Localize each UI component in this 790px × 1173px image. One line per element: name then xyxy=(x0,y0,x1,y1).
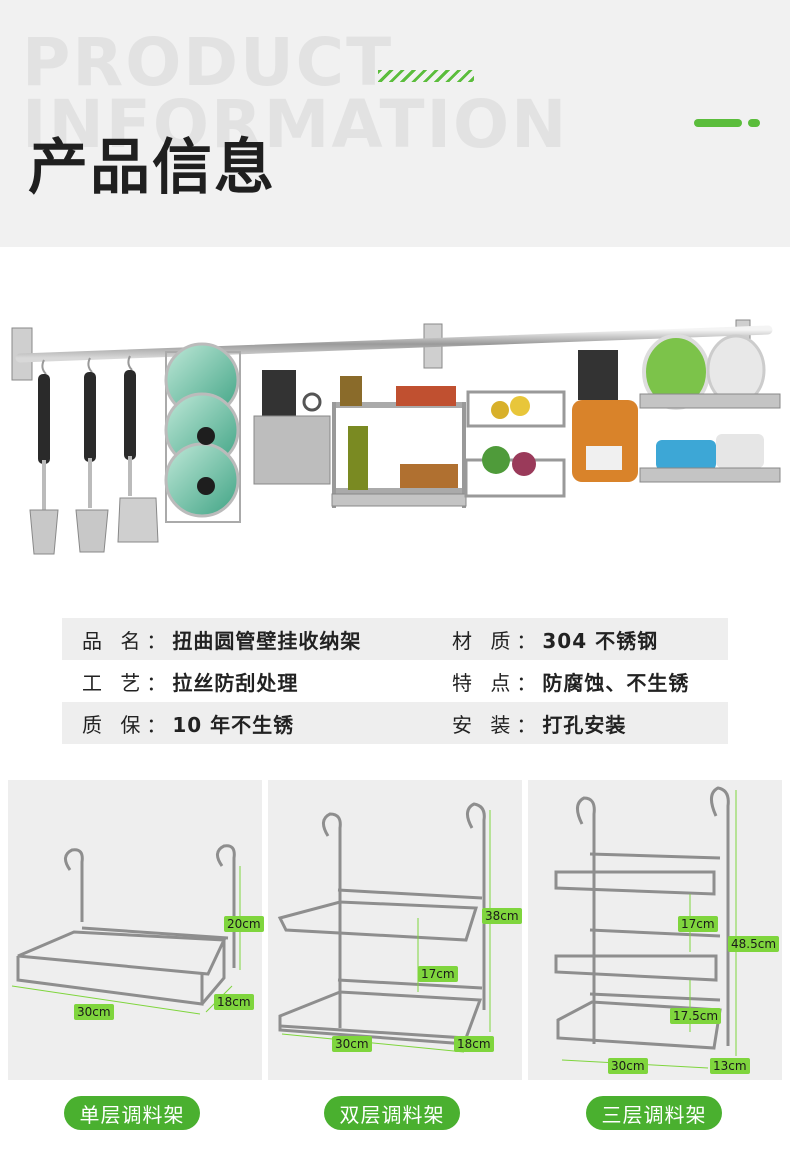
hatch-decoration xyxy=(378,70,474,82)
spec-value: 拉丝防刮处理 xyxy=(172,670,299,695)
triple-tier-rack-panel: 17cm 48.5cm 17.5cm 30cm 13cm xyxy=(528,780,782,1080)
double-tier-label: 双层调料架 xyxy=(324,1096,460,1130)
spice-rack xyxy=(331,376,467,508)
dim-height-label: 20cm xyxy=(224,916,264,932)
double-tier-rack-panel: 38cm 17cm 30cm 18cm xyxy=(268,780,522,1080)
fruit-baskets xyxy=(464,390,566,498)
spec-label: 质 保： xyxy=(82,712,173,737)
dim-gap1-label: 17cm xyxy=(678,916,718,932)
single-tier-rack-panel: 20cm 30cm 18cm xyxy=(8,780,264,1080)
dim-gap2-label: 17.5cm xyxy=(670,1008,722,1024)
spec-value: 防腐蚀、不生锈 xyxy=(542,670,690,695)
dim-length-label: 30cm xyxy=(332,1036,372,1052)
knife-holder xyxy=(253,370,331,485)
dim-length-label: 30cm xyxy=(608,1058,648,1074)
spec-table: 品 名：扭曲圆管壁挂收纳架 材 质：304 不锈钢 工 艺：拉丝防刮处理 特 点… xyxy=(62,618,728,744)
product-illustration xyxy=(11,319,781,555)
wall-rail xyxy=(15,325,773,363)
spec-value: 打孔安装 xyxy=(542,712,627,737)
dim-depth-label: 18cm xyxy=(214,994,254,1010)
single-tier-label: 单层调料架 xyxy=(64,1096,200,1130)
dim-length-label: 30cm xyxy=(74,1004,114,1020)
dim-total-height-label: 38cm xyxy=(482,908,522,924)
dim-gap-label: 17cm xyxy=(418,966,458,982)
pot-lid-rack xyxy=(164,342,241,523)
spec-value: 304 不锈钢 xyxy=(542,628,659,653)
bg-word-information: INFORMATION xyxy=(22,86,569,163)
spec-row: 工 艺：拉丝防刮处理 特 点：防腐蚀、不生锈 xyxy=(62,660,728,702)
spec-value: 扭曲圆管壁挂收纳架 xyxy=(172,628,362,653)
dim-total-height-label: 48.5cm xyxy=(728,936,780,952)
utensil-turner xyxy=(117,355,159,543)
spec-label: 特 点： xyxy=(452,670,543,695)
triple-tier-rack-drawing xyxy=(554,786,737,1069)
spec-label: 工 艺： xyxy=(82,670,173,695)
spec-label: 材 质： xyxy=(452,628,543,653)
spec-row: 质 保：10 年不生锈 安 装：打孔安装 xyxy=(62,702,728,744)
dim-depth-label: 18cm xyxy=(454,1036,494,1052)
utensil-slotted-spatula xyxy=(75,357,109,553)
spec-label: 品 名： xyxy=(82,628,173,653)
accent-dash xyxy=(694,119,742,127)
dish-rack xyxy=(639,334,781,483)
spec-row: 品 名：扭曲圆管壁挂收纳架 材 质：304 不锈钢 xyxy=(62,618,728,660)
dim-depth-label: 13cm xyxy=(710,1058,750,1074)
spec-value: 10 年不生锈 xyxy=(172,712,295,737)
page-title: 产品信息 xyxy=(28,133,276,203)
header-band: PRODUCT INFORMATION 产品信息 xyxy=(0,0,790,247)
utensil-ladle xyxy=(29,359,59,555)
accent-dot xyxy=(748,119,760,127)
cutting-board-rack xyxy=(572,350,638,482)
double-tier-rack-drawing xyxy=(277,802,491,1053)
bg-word-product: PRODUCT xyxy=(22,24,394,101)
triple-tier-label: 三层调料架 xyxy=(586,1096,722,1130)
spec-label: 安 装： xyxy=(452,712,543,737)
